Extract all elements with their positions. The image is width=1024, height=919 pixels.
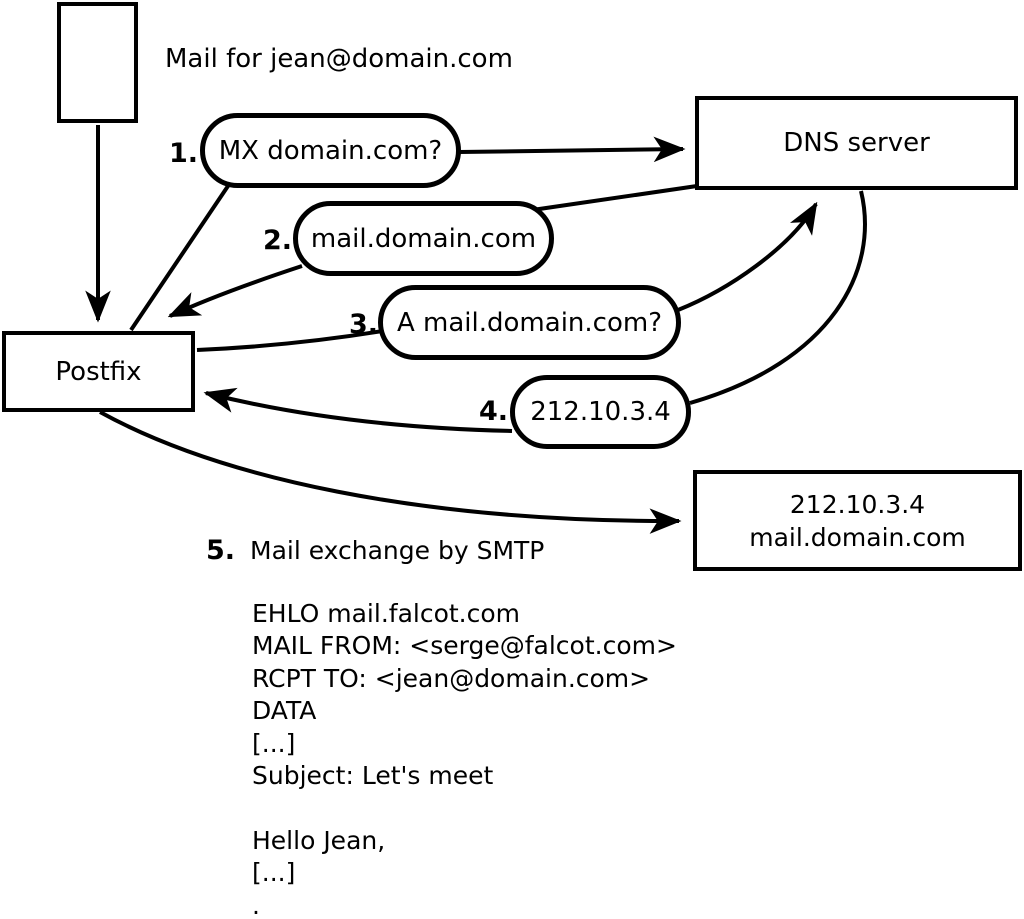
mail-server-ip: 212.10.3.4: [789, 489, 926, 519]
mail-message-icon: [57, 2, 138, 123]
arrow-reply4-to-postfix: [203, 387, 513, 433]
query-pill-a-record: A mail.domain.com?: [378, 285, 681, 360]
smtp-line: RCPT TO: <jean@domain.com>: [252, 663, 651, 693]
line-postfix-to-query1: [129, 184, 230, 332]
mail-server-hostname: mail.domain.com: [749, 522, 966, 552]
mail-caption: Mail for jean@domain.com: [165, 44, 513, 74]
smtp-line-blank: [252, 793, 677, 825]
smtp-session-transcript: EHLO mail.falcot.com MAIL FROM: <serge@f…: [252, 599, 677, 919]
arrow-reply2-to-postfix: [167, 264, 303, 318]
line-dns-to-reply4: [689, 190, 867, 405]
postfix-node: Postfix: [2, 331, 195, 412]
smtp-line: [...]: [252, 728, 296, 758]
query-pill-mx: MX domain.com?: [200, 113, 461, 188]
mail-server-node: 212.10.3.4 mail.domain.com: [693, 470, 1022, 571]
dns-server-node: DNS server: [695, 96, 1018, 190]
step-number-3: 3.: [348, 309, 378, 340]
smtp-line: EHLO mail.falcot.com: [252, 599, 521, 628]
arrow-query3-to-dns: [677, 201, 818, 312]
smtp-line: MAIL FROM: <serge@falcot.com>: [252, 631, 677, 661]
step-number-5: 5.: [205, 535, 235, 566]
smtp-line: DATA: [252, 696, 317, 726]
step-number-1: 1.: [168, 138, 198, 169]
step-number-4: 4.: [478, 396, 508, 427]
arrow-query1-to-dns: [458, 136, 686, 163]
smtp-exchange-label: Mail exchange by SMTP: [250, 536, 545, 565]
line-postfix-to-query3: [196, 329, 384, 352]
reply-pill-mailhost: mail.domain.com: [293, 201, 554, 276]
smtp-line-terminator: .: [252, 890, 260, 919]
smtp-line: [...]: [252, 858, 296, 888]
smtp-line: Hello Jean,: [252, 825, 386, 855]
reply-pill-ip: 212.10.3.4: [510, 375, 691, 449]
step-number-2: 2.: [262, 225, 292, 256]
postfix-label: Postfix: [55, 356, 142, 387]
smtp-line: Subject: Let's meet: [252, 760, 494, 790]
arrow-postfix-to-mailserver: [99, 410, 682, 534]
dns-server-label: DNS server: [783, 128, 930, 158]
